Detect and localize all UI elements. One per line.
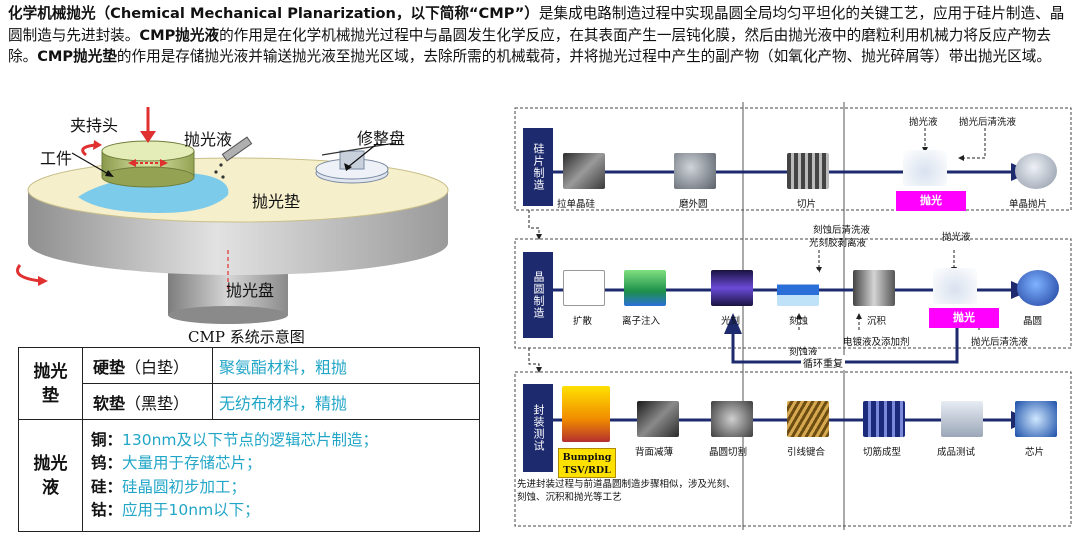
row2-note-slurry: 抛光液 [942,232,971,243]
step-polish-1: 抛光 [896,191,966,211]
step-dicing-image [711,401,753,437]
slurry-metal-w: 钨： [91,454,123,472]
row2-note-plating: 电镀液及添加剂 [843,337,910,348]
step-ingot-image [563,153,605,189]
step-etch-image [777,270,819,306]
row2-note-stripper: 光刻胶剥离液 [809,238,867,249]
step-trim-form-image [863,401,905,437]
label-slurry: 抛光液 [184,130,233,149]
step-bonding-image [787,401,829,437]
pad-category-text: 抛光垫 [33,361,68,406]
label-carrier: 夹持头 [70,116,119,135]
step-wafer-image [1017,270,1059,306]
consumables-table: 抛光垫 硬垫（白垫） 聚氨酯材料，粗抛 软垫（黑垫） 无纺布材料，精抛 抛光液 … [18,347,480,532]
step-bumping: Bumping TSV/RDL [558,448,616,478]
pad-hard-value: 聚氨酯材料，粗抛 [212,347,480,384]
step-chip: 芯片 [1025,447,1045,458]
step-diffusion: 扩散 [573,316,593,327]
step-grinding-image [674,153,716,189]
step-thinning-image [637,401,679,437]
intro-paragraph: 化学机械抛光（Chemical Mechanical Planarization… [8,3,1074,68]
step-litho: 光刻 [721,316,741,327]
step-polished-wafer: 单晶抛片 [1009,199,1048,210]
slurry-category-text: 抛光液 [33,453,68,498]
step-polish-2: 抛光 [929,308,999,328]
pad-type-hard-note: （白垫） [125,357,190,377]
step-litho-image [711,270,753,306]
pad-type-hard: 硬垫（白垫） [82,347,213,384]
step-wafer: 晶圆 [1023,316,1043,327]
step-ingot: 拉单晶硅 [557,199,596,210]
step-implant: 离子注入 [622,316,661,327]
step-thinning: 背面减薄 [635,447,674,458]
slurry-list: 铜：130nm及以下节点的逻辑芯片制造； 钨：大量用于存储芯片； 硅：硅晶圆初步… [82,419,480,532]
packaging-footnote: 先进封装过程与前道晶圆制造步骤相似，涉及光刻、刻蚀、沉积和抛光等工艺 [517,479,736,503]
step-final-test-image [941,401,983,437]
pad-category-cell: 抛光垫 [18,347,83,420]
pad-type-soft-note: （黑垫） [125,393,190,413]
label-platen: 抛光盘 [226,281,275,300]
row-label-fab: 晶圆制造 [523,252,553,338]
slurry-row-co: 钴：应用于10nm以下； [91,499,471,523]
pad-type-hard-name: 硬垫 [93,357,126,377]
row1-note-slurry: 抛光液 [909,117,938,128]
loop-label: 循环重复 [801,355,845,370]
row2-note-etch-clean: 刻蚀后清洗液 [813,225,871,236]
intro-text-2: 的作用是在化学机械抛光过程中与晶圆发生化学反应，在其表面产生一层钝化膜，然后由抛… [8,26,1051,66]
step-slicing-image [787,153,829,189]
step-polish-image-1 [903,150,947,186]
step-slicing: 切片 [797,199,817,210]
step-polish-image-2 [933,268,977,304]
intro-text-1: 是集成电路制造过程中实现晶圆全局均匀平坦化的关键工艺，应用于硅片制造、晶圆制造与… [8,5,1065,44]
row2-note-etchant: 刻蚀液 [789,347,818,358]
slurry-row-w: 钨：大量用于存储芯片； [91,452,471,476]
slurry-use-co: 应用于10nm以下； [122,501,260,519]
step-deposition: 沉积 [867,316,887,327]
slurry-metal-si: 硅： [91,477,123,496]
step-etch: 刻蚀 [789,316,809,327]
intro-text-3: 的作用是存储抛光液并输送抛光液至抛光区域，去除所需的机械载荷，并将抛光过程中产生… [116,48,1051,65]
cmp-schematic-drawing [16,107,449,324]
pad-soft-value: 无纺布材料，精抛 [212,383,480,420]
label-workpiece: 工件 [40,149,73,168]
step-bumping-image [562,386,610,442]
step-implant-image [624,270,666,306]
slurry-use-w: 大量用于存储芯片； [122,454,262,472]
intro-cmp-term: 化学机械抛光（Chemical Mechanical Planarization… [8,5,539,22]
label-pad: 抛光垫 [252,192,301,211]
step-dicing: 晶圆切割 [709,447,748,458]
cmp-schematic: 夹持头 抛光液 工件 修整盘 抛光垫 抛光盘 [0,95,500,350]
step-polished-wafer-image [1015,153,1057,189]
pad-type-soft: 软垫（黑垫） [82,383,213,420]
intro-pad-term: CMP抛光垫 [37,48,117,65]
intro-slurry-term: CMP抛光液 [139,26,220,44]
row-label-wafer-manufacturing: 硅片制造 [523,128,553,206]
label-conditioner: 修整盘 [357,129,406,148]
slurry-row-cu: 铜：130nm及以下节点的逻辑芯片制造； [91,429,471,453]
row2-note-post-clean: 抛光后清洗液 [971,337,1029,348]
bumping-label: Bumping TSV/RDL [562,452,612,476]
slurry-nozzle [221,136,253,162]
step-grinding: 磨外圆 [679,199,708,210]
pad-type-soft-name: 软垫 [93,393,126,413]
slurry-metal-cu: 铜： [91,430,123,449]
slurry-use-cu: 130nm及以下节点的逻辑芯片制造； [122,430,379,449]
slurry-row-si: 硅：硅晶圆初步加工； [91,476,471,500]
process-flow-diagram: 硅片制造 抛光液 抛光后清洗液 拉单晶硅 磨外圆 切片 抛光 单晶抛片 晶圆制造… [509,102,1077,530]
step-diffusion-image [563,270,605,306]
schematic-caption: CMP 系统示意图 [188,328,305,346]
step-bonding: 引线键合 [787,447,826,458]
slurry-category-cell: 抛光液 [18,419,83,532]
platen-shaft-bottom [168,306,288,324]
slurry-metal-co: 钴： [91,501,123,519]
step-trim-form: 切筋成型 [863,447,902,458]
step-deposition-image [853,270,895,306]
slurry-use-si: 硅晶圆初步加工； [122,477,247,496]
step-final-test: 成品测试 [937,447,976,458]
row-label-packaging: 封装测试 [523,384,553,472]
step-chip-image [1015,401,1057,437]
row1-note-post-clean: 抛光后清洗液 [959,117,1017,128]
